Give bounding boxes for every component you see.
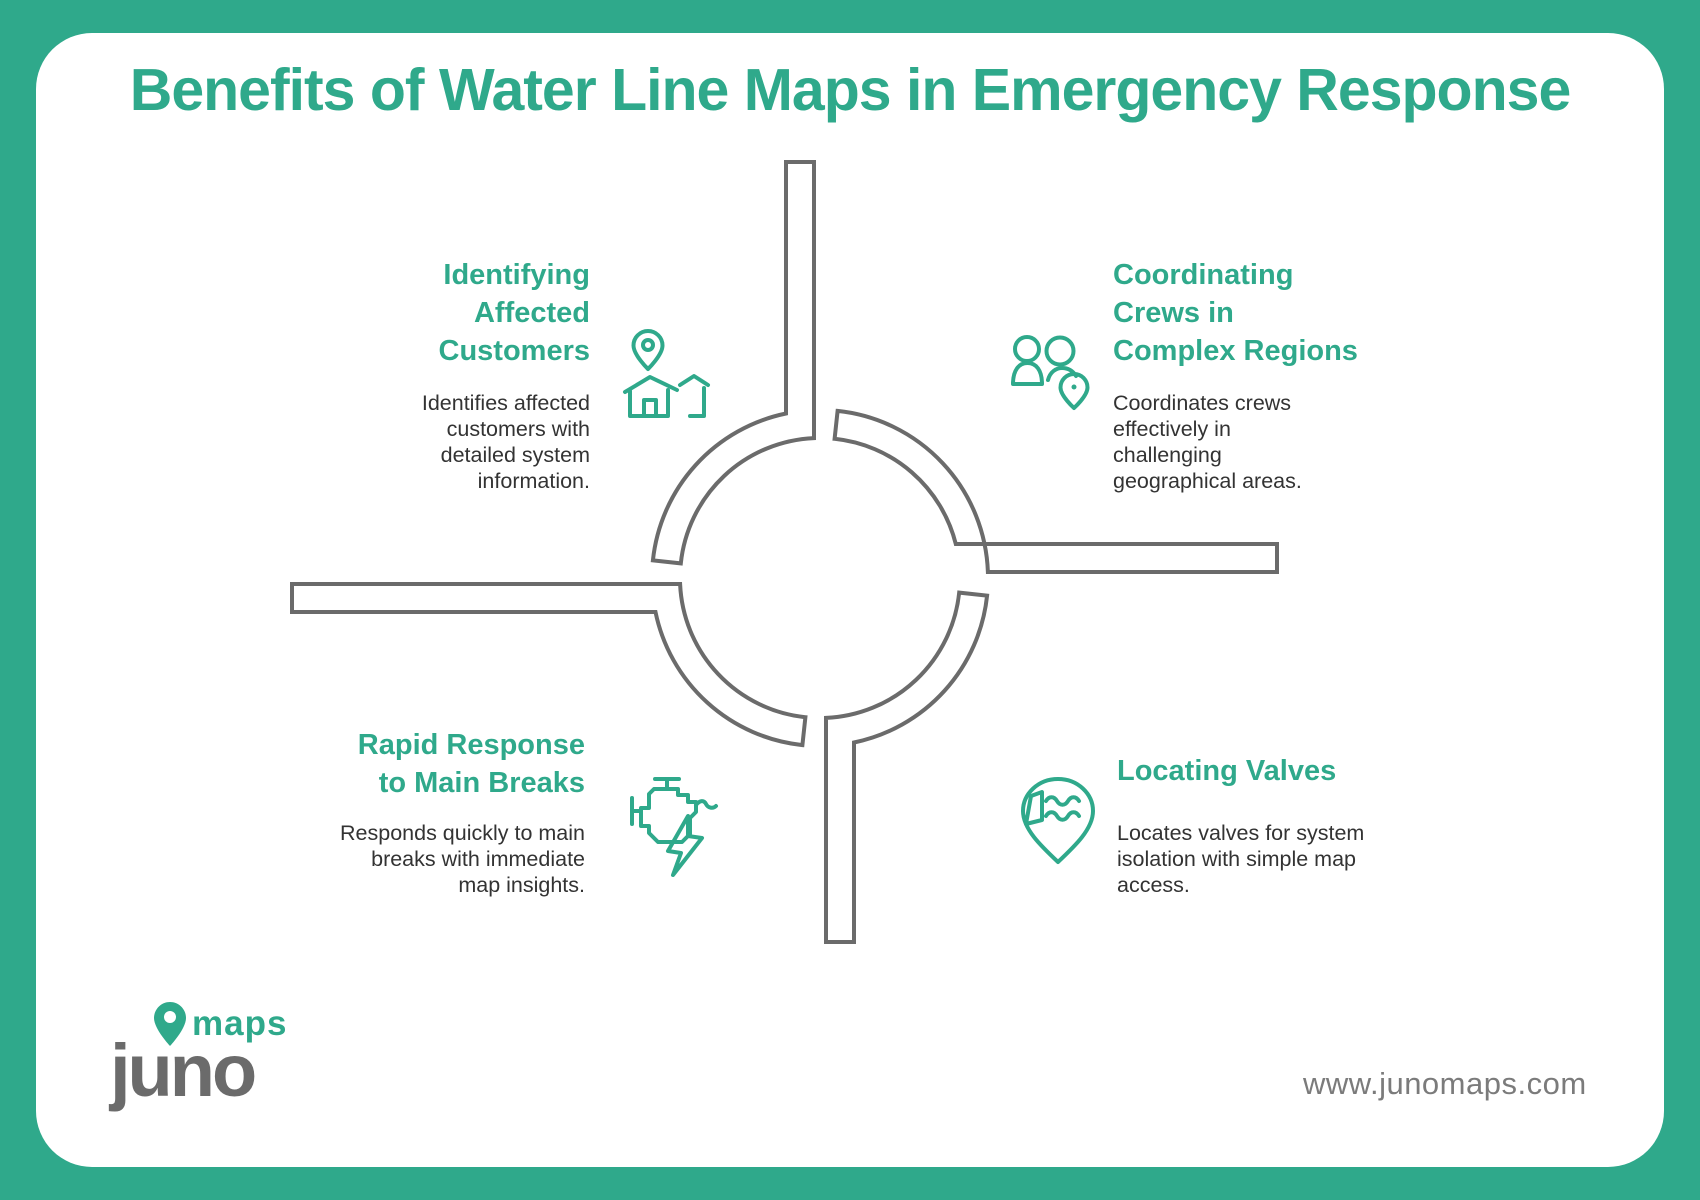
logo-maps-text: maps [192,1004,288,1043]
left-pipe-and-arc [290,582,808,748]
valve-water-pin-icon [1021,777,1095,864]
section-body-rapid-response: Responds quickly to main breaks with imm… [340,821,585,897]
section-body-identifying-affected-customers: Identifies affected customers with detai… [421,391,590,493]
logo-juno-text: juno [110,1029,257,1112]
section-body-locating-valves: Locates valves for system isolation with… [1117,821,1365,897]
section-heading-rapid-response: Rapid Response to Main Breaks [357,729,585,799]
logo-pin-icon [154,1002,186,1046]
top-pipe-and-arc [650,160,816,566]
section-heading-coordinating-crews: Coordinating Crews in Complex Regions [1113,259,1358,367]
section-heading-locating-valves: Locating Valves [1117,755,1337,787]
right-pipe-and-arc [832,408,1279,574]
pump-lightning-icon [630,777,718,877]
page-title: Benefits of Water Line Maps in Emergency… [129,57,1572,123]
website-url: www.junomaps.com [1303,1066,1587,1101]
section-body-coordinating-crews: Coordinates crews effectively in challen… [1113,391,1302,493]
juno-maps-logo: maps juno [110,998,390,1118]
pin-house-icon [623,329,710,418]
crew-location-pin-icon [1011,335,1090,410]
bottom-pipe-and-arc [824,590,990,944]
section-heading-identifying-affected-customers: Identifying Affected Customers [438,259,591,367]
